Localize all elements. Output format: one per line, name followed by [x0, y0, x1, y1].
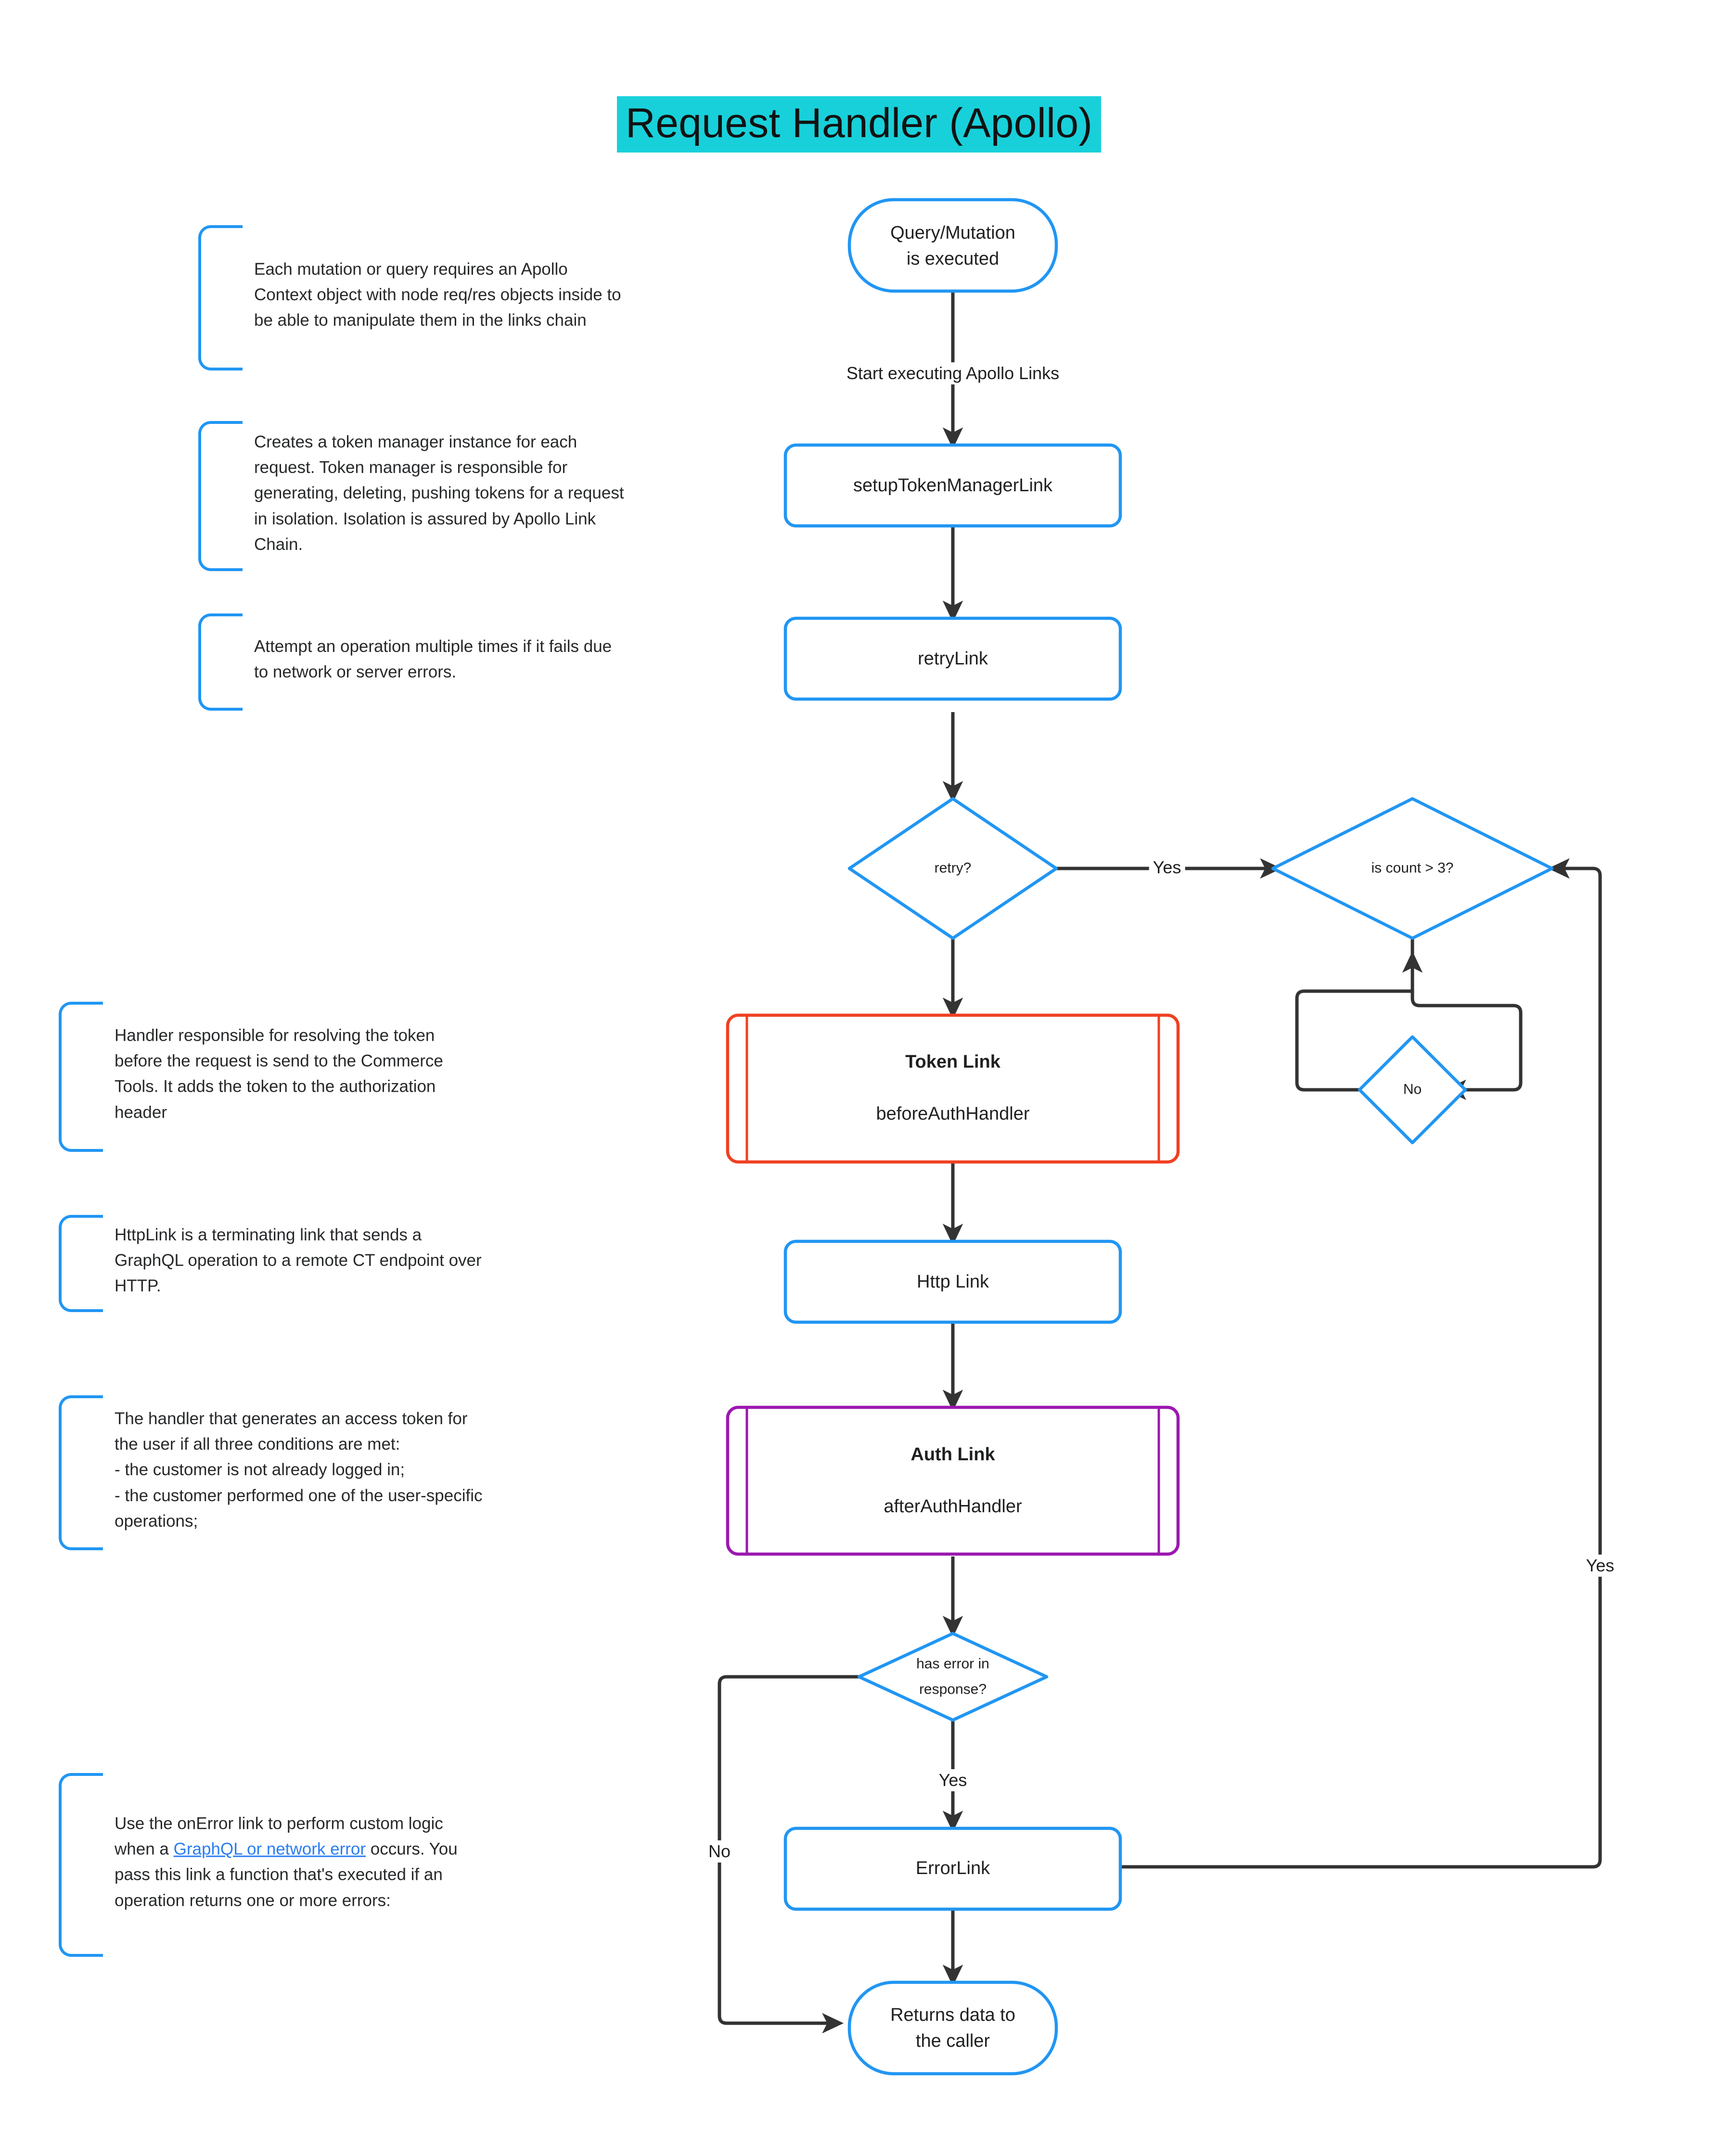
node-end[interactable] [847, 1980, 1058, 2076]
node-retry-link[interactable] [783, 616, 1122, 701]
bracket-icon [198, 613, 243, 711]
bracket-icon [198, 421, 243, 571]
note-error-link: Use the onError link to perform custom l… [59, 1773, 492, 1957]
node-http-link[interactable] [783, 1239, 1122, 1324]
note-error-link-before: Use the onError link to perform custom l… [115, 1814, 443, 1859]
note-retry-text: Attempt an operation multiple times if i… [254, 637, 612, 681]
edge-label-error-yes: Yes [935, 1769, 971, 1791]
note-retry: Attempt an operation multiple times if i… [198, 613, 631, 711]
bracket-icon [59, 1215, 103, 1312]
node-setup-token-manager-link[interactable] [783, 443, 1122, 528]
edge-label-retry-yes: Yes [1149, 856, 1185, 879]
note-auth-link-text: The handler that generates an access tok… [115, 1409, 483, 1531]
edge-errorlink-yes-to-countq [1119, 858, 1602, 1869]
note-token-manager-text: Creates a token manager instance for eac… [254, 433, 624, 554]
node-auth-link[interactable] [726, 1405, 1180, 1556]
note-error-link-after: occurs. You pass this link a function th… [115, 1839, 458, 1910]
bracket-icon [198, 225, 243, 370]
note-http-link: HttpLink is a terminating link that send… [59, 1215, 492, 1312]
node-no-decision[interactable] [1358, 1035, 1467, 1145]
note-http-link-text: HttpLink is a terminating link that send… [115, 1225, 482, 1296]
graphql-network-error-link[interactable]: GraphQL or network error [173, 1839, 366, 1859]
edge-countq-to-no [1410, 938, 1523, 1100]
node-token-link[interactable] [726, 1013, 1180, 1164]
edge-label-error-no: No [704, 1840, 735, 1863]
edge-label-errorlink-yes: Yes [1582, 1555, 1618, 1577]
edge-no-loopback-to-countq [1295, 951, 1423, 1092]
note-token-link-text: Handler responsible for resolving the to… [115, 1026, 443, 1122]
note-context: Each mutation or query requires an Apoll… [198, 225, 631, 370]
node-start[interactable] [847, 198, 1058, 293]
node-count-decision[interactable] [1271, 797, 1554, 940]
bracket-icon [59, 1002, 103, 1152]
note-context-text: Each mutation or query requires an Apoll… [254, 260, 621, 330]
node-retry-decision[interactable] [847, 797, 1058, 940]
edge-label-start-to-setup: Start executing Apollo Links [842, 362, 1064, 384]
note-auth-link: The handler that generates an access tok… [59, 1395, 492, 1550]
note-token-manager: Creates a token manager instance for eac… [198, 421, 631, 571]
bracket-icon [59, 1395, 103, 1550]
bracket-icon [59, 1773, 103, 1957]
note-error-link-text: Use the onError link to perform custom l… [115, 1811, 487, 1914]
note-token-link: Handler responsible for resolving the to… [59, 1002, 492, 1152]
node-error-decision[interactable] [857, 1632, 1049, 1722]
node-error-link[interactable] [783, 1826, 1122, 1911]
